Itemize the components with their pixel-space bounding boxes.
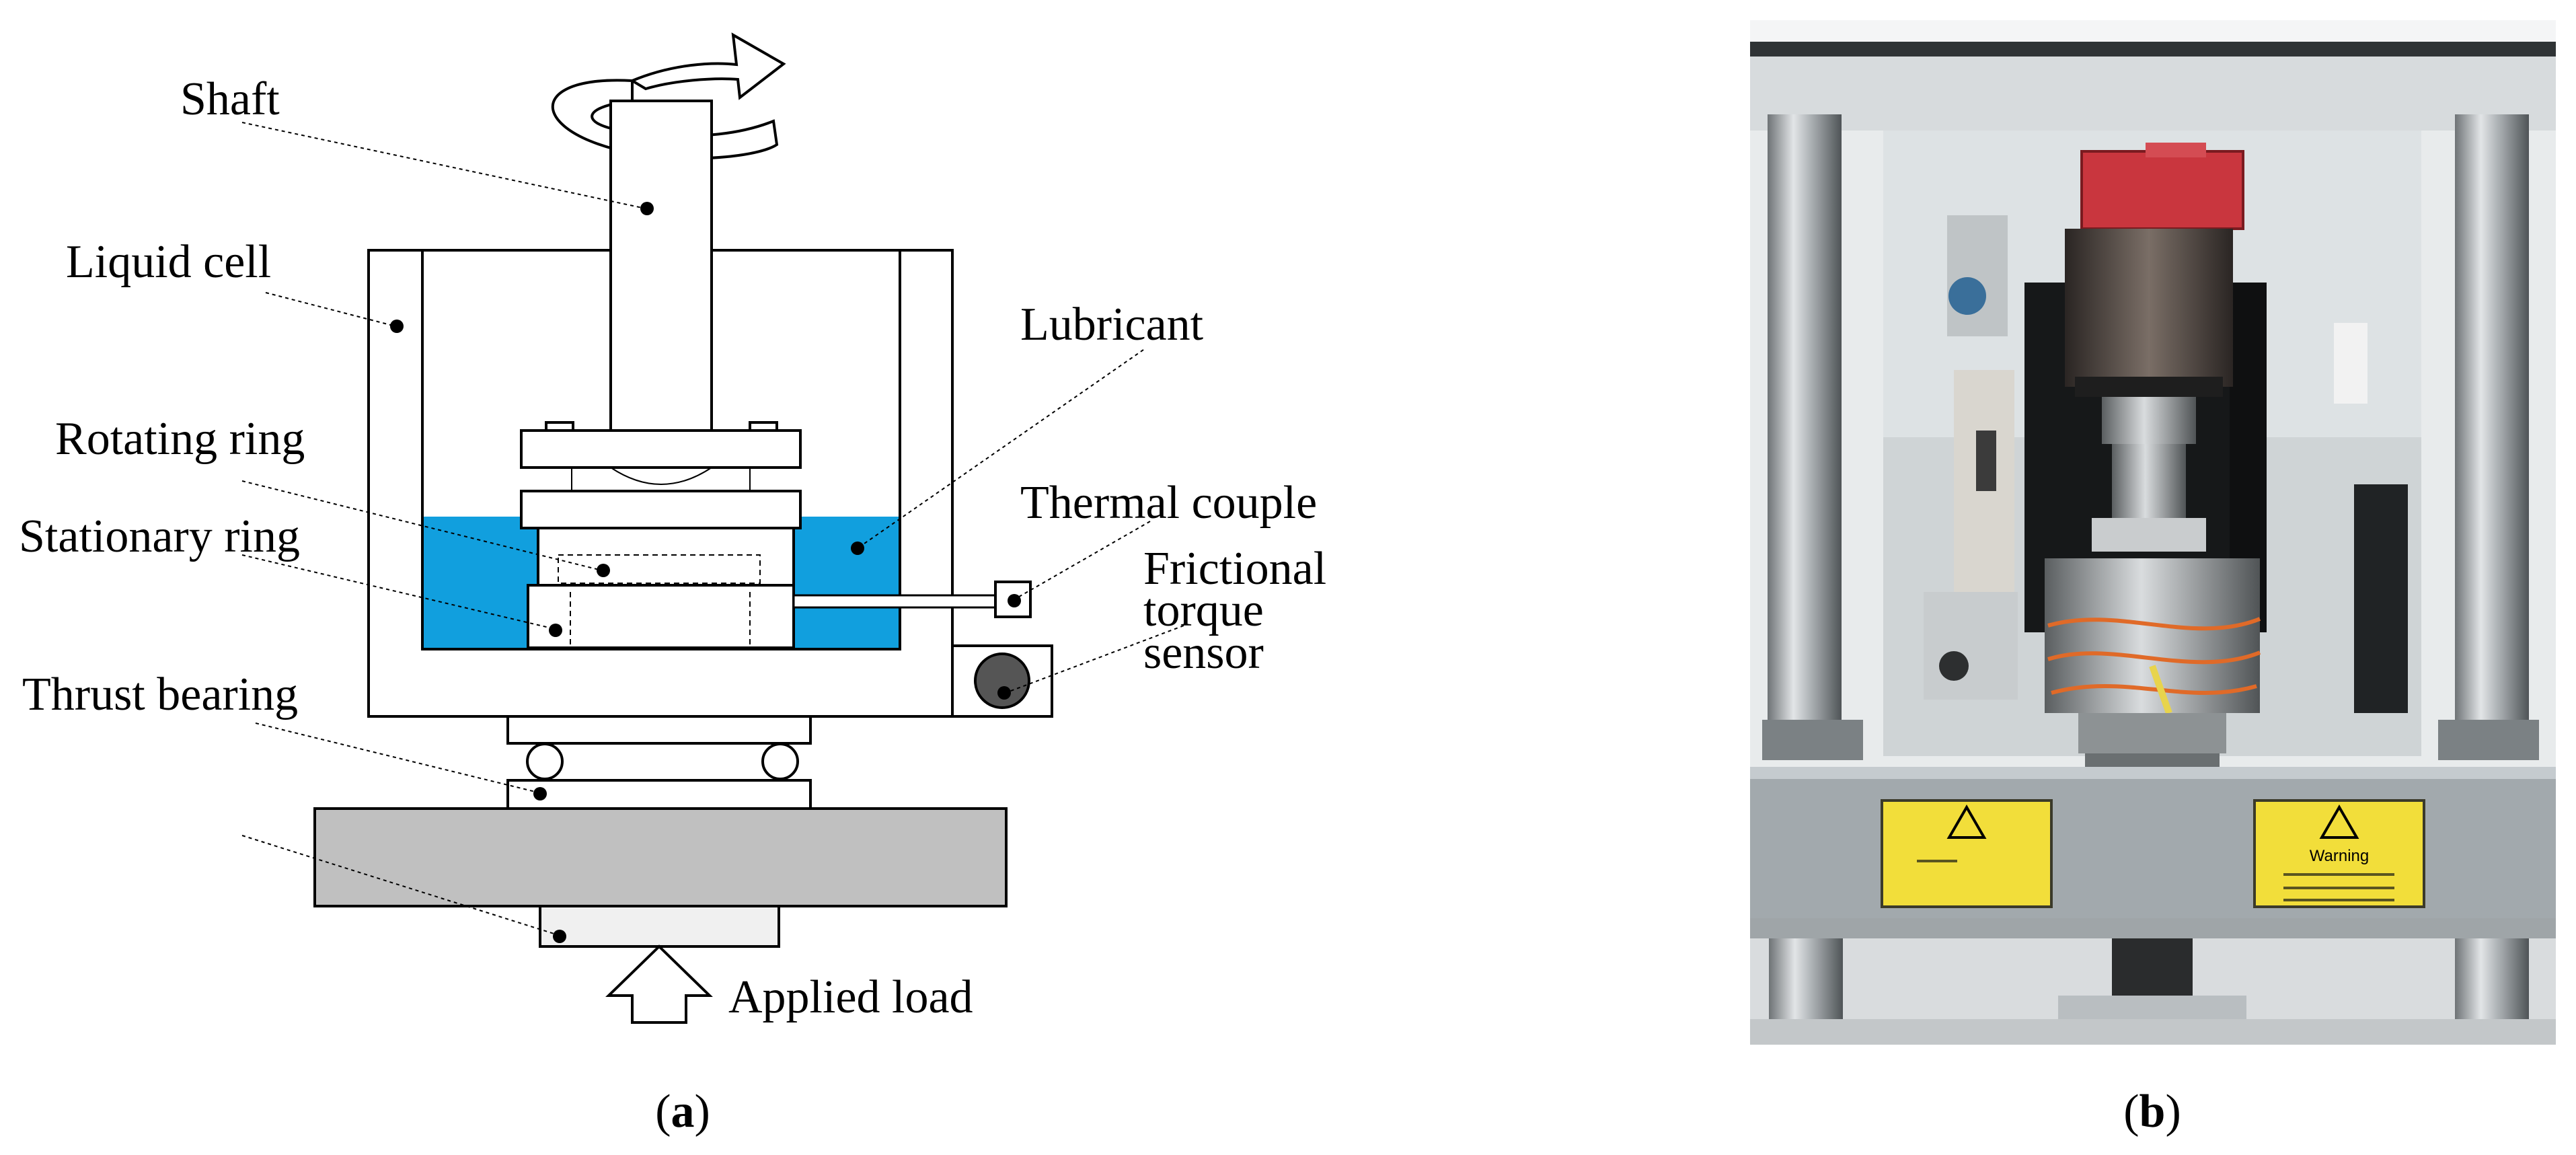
label-applied-load: Applied load xyxy=(728,971,973,1023)
base-plate xyxy=(313,807,1008,907)
label-torque: torque xyxy=(1143,585,1264,636)
caption-a: (a) xyxy=(655,1086,710,1138)
label-thermal-couple: Thermal couple xyxy=(1020,477,1317,529)
warning-text: Warning xyxy=(2310,847,2369,865)
bearing-lower-race xyxy=(506,779,812,810)
label-rotating-ring: Rotating ring xyxy=(55,413,305,465)
bearing-ball-right xyxy=(761,743,799,780)
panel-a-schematic: Shaft Liquid cell Lubricant Rotating rin… xyxy=(19,32,1326,1138)
label-sensor: sensor xyxy=(1143,627,1264,679)
leader-lines xyxy=(241,122,1184,936)
bearing-ball-left xyxy=(526,743,564,780)
caption-b: (b) xyxy=(2123,1086,2181,1138)
torque-sensor-disk xyxy=(974,653,1030,709)
thermocouple-probe xyxy=(792,594,1000,609)
label-liquid-cell: Liquid cell xyxy=(66,236,271,288)
rotating-holder xyxy=(520,490,802,529)
rotating-ring xyxy=(537,527,795,587)
label-shaft: Shaft xyxy=(180,73,280,125)
bearing-upper-race xyxy=(506,715,812,745)
applied-load-arrow xyxy=(605,944,713,1024)
label-dots xyxy=(390,202,1021,943)
shaft xyxy=(609,100,713,432)
upper-flange xyxy=(520,429,802,469)
stationary-ring xyxy=(527,584,795,649)
label-frictional: Frictional xyxy=(1143,543,1326,595)
panel-b-photo: Warning (b) xyxy=(1750,20,2556,1138)
rotation-arrow xyxy=(551,32,786,160)
load-piston xyxy=(539,905,780,948)
label-thrust-bearing: Thrust bearing xyxy=(22,669,298,720)
label-lubricant: Lubricant xyxy=(1020,299,1204,350)
label-stationary-ring: Stationary ring xyxy=(19,511,300,562)
